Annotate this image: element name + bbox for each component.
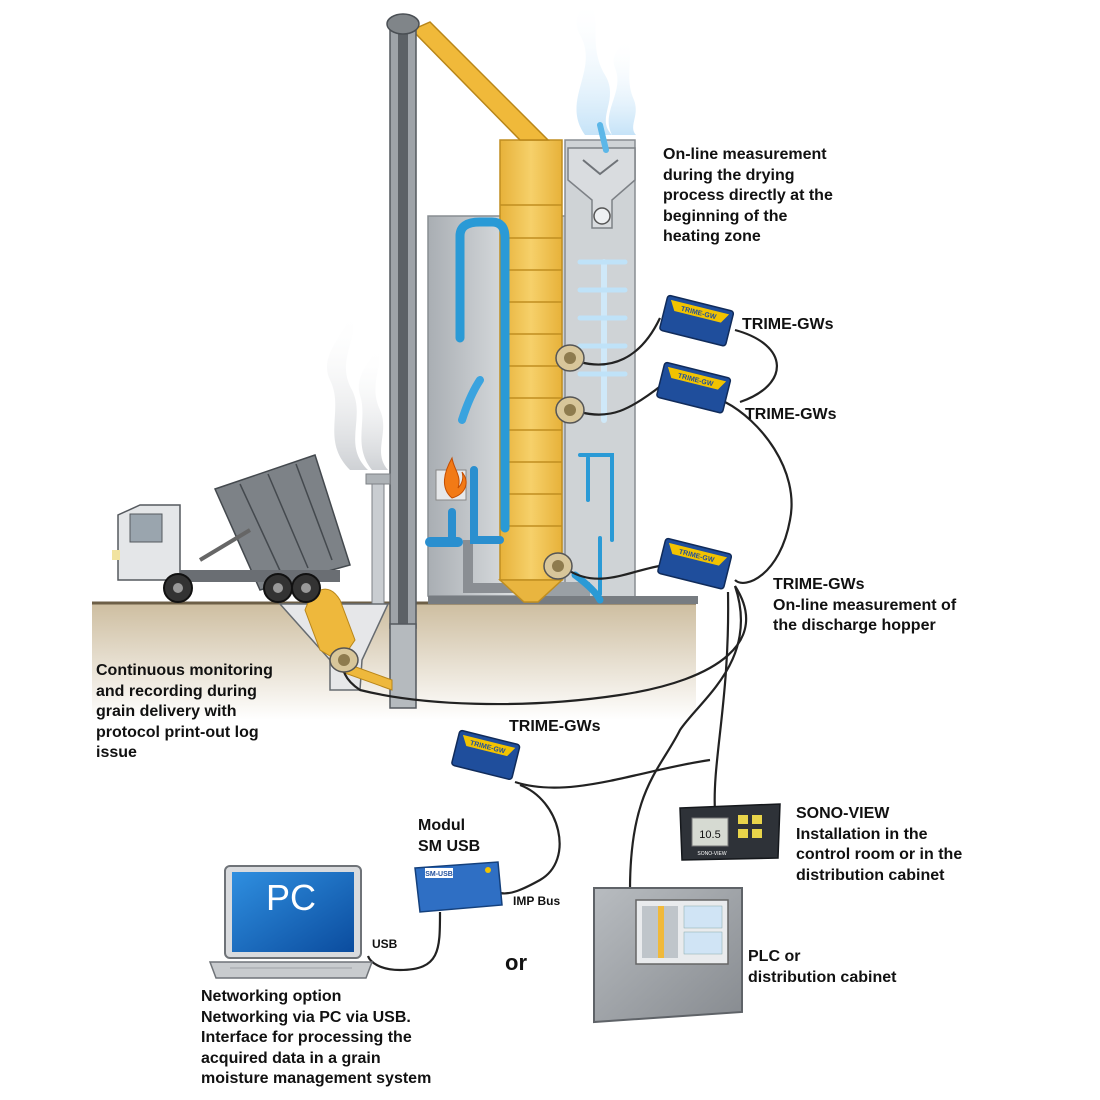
smoke-plume	[326, 310, 388, 470]
label-modul-sm-usb: Modul SM USB	[418, 817, 481, 855]
probe-cooling-zone	[555, 396, 585, 424]
label-usb: USB	[372, 937, 398, 951]
grain-dryer	[427, 139, 698, 604]
label-trime-gws-1: TRIME-GWs	[742, 316, 834, 333]
label-networking: Networking option Networking via PC via …	[201, 988, 432, 1087]
probe-drying-zone	[555, 344, 585, 372]
sono-view-brand: SONO-VIEW	[697, 851, 726, 857]
label-imp-bus: IMP Bus	[513, 894, 561, 908]
sono-view-display: 10.5 SONO-VIEW	[679, 803, 781, 861]
moisture-probes	[329, 344, 585, 673]
label-or: or	[505, 950, 527, 975]
sono-view-readout: 10.5	[699, 829, 720, 841]
trime-gw-box-2: TRIME-GW	[656, 361, 732, 414]
sm-usb-box-text: SM-USB	[425, 871, 453, 878]
trime-gw-box-3: TRIME-GW	[657, 537, 733, 590]
trime-gw-box-1: TRIME-GW	[659, 294, 735, 347]
fan-icon	[593, 207, 611, 225]
flame-icon	[444, 456, 467, 499]
label-trime-gws-discharge: TRIME-GWs On-line measurement of the dis…	[773, 576, 957, 634]
label-trime-gws-delivery: TRIME-GWs	[509, 718, 601, 735]
label-trime-gws-2: TRIME-GWs	[745, 406, 837, 423]
trime-gw-box-4: TRIME-GW	[451, 729, 521, 781]
sensor-cables	[342, 317, 793, 972]
label-drying-zone: On-line measurement during the drying pr…	[663, 146, 833, 245]
vapor-plume	[576, 0, 636, 135]
dump-truck	[112, 454, 351, 603]
laptop-screen-text: PC	[266, 877, 317, 918]
label-delivery-monitoring: Continuous monitoring and recording duri…	[96, 662, 273, 761]
exhaust-chimney	[365, 473, 391, 607]
bucket-elevator	[386, 13, 550, 709]
probe-discharge-hopper	[543, 552, 573, 580]
label-plc: PLC or distribution cabinet	[748, 948, 897, 986]
probe-intake-hopper	[329, 647, 359, 673]
burner	[435, 456, 467, 501]
label-sono-view: SONO-VIEW Installation in the control ro…	[796, 805, 963, 884]
air-flow-arrows	[425, 122, 628, 604]
sm-usb-module: SM-USB	[414, 861, 503, 913]
plc-cabinet	[593, 887, 743, 1024]
laptop-pc	[208, 865, 374, 979]
